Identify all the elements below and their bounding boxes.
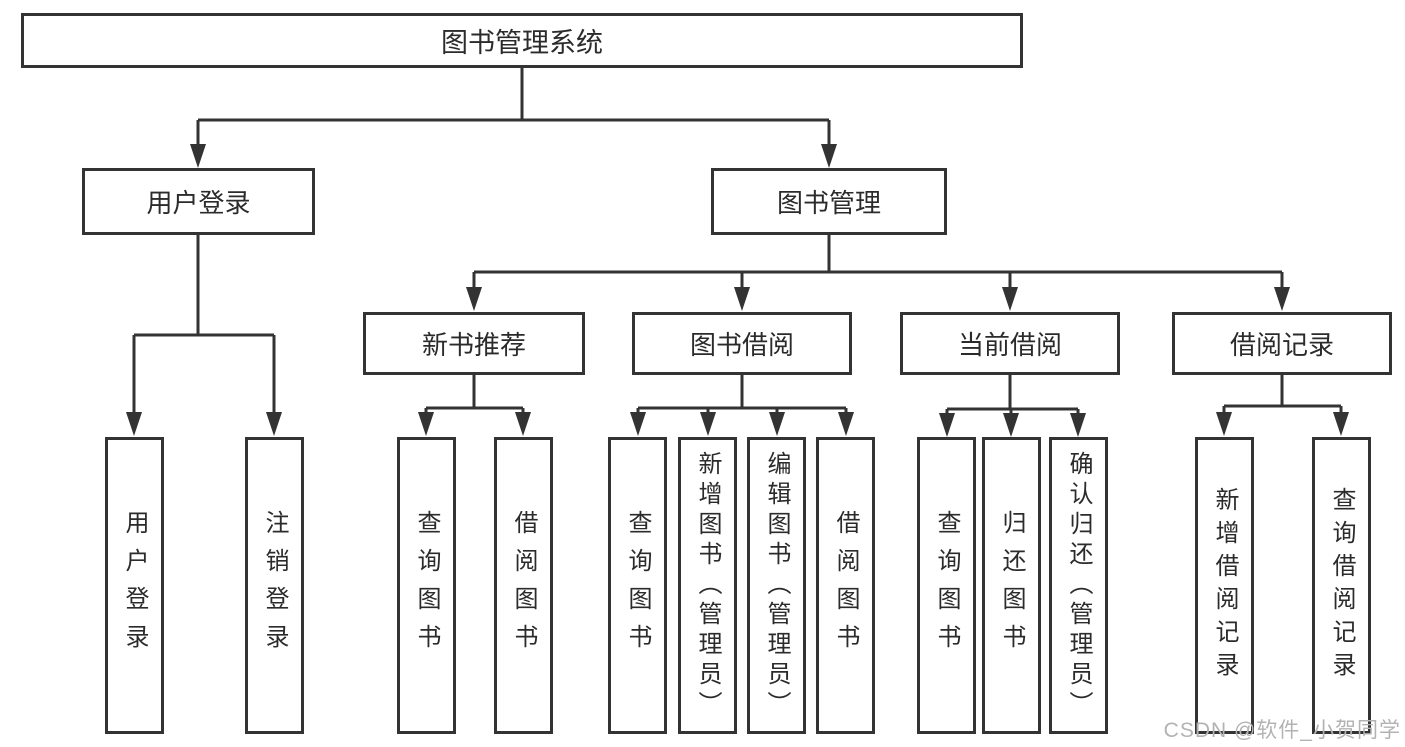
- node-current-borrowing: 当前借阅: [900, 312, 1120, 375]
- leaf-bb-borrow-book: 借阅图书: [816, 437, 875, 734]
- connector-book-borrow-to-leaves: [630, 375, 854, 436]
- node-label: 图书借阅: [689, 330, 794, 360]
- connector-new-book-rec-to-leaves: [418, 375, 531, 436]
- node-label: 归还图书: [998, 509, 1025, 662]
- node-label: 借阅图书: [510, 509, 537, 662]
- node-label: 查询借阅记录: [1328, 486, 1355, 685]
- node-book-borrowing: 图书借阅: [632, 312, 852, 375]
- node-label: 图书管理: [776, 188, 881, 218]
- node-label: 用户登录: [146, 188, 251, 218]
- node-label: 编辑图书（管理员）: [763, 450, 790, 721]
- node-label: 查询图书: [624, 509, 651, 662]
- node-label: 新增借阅记录: [1211, 486, 1238, 685]
- node-label: 借阅记录: [1229, 330, 1334, 360]
- csdn-watermark: CSDN @软件_小贺同学: [1163, 719, 1401, 742]
- node-label: 查询图书: [933, 509, 960, 662]
- leaf-logout: 注销登录: [245, 437, 304, 734]
- leaf-bb-edit-book-admin: 编辑图书（管理员）: [747, 437, 806, 734]
- node-library-management-system: 图书管理系统: [21, 13, 1023, 68]
- node-book-management: 图书管理: [711, 168, 947, 235]
- connector-book-mgmt-to-level3: [466, 235, 1290, 311]
- leaf-rec-query-book: 查询图书: [397, 437, 456, 734]
- node-borrowing-records: 借阅记录: [1172, 312, 1392, 375]
- node-label: 图书管理系统: [441, 28, 603, 58]
- leaf-br-add-record: 新增借阅记录: [1195, 437, 1254, 734]
- leaf-cb-confirm-return-admin: 确认归还（管理员）: [1049, 437, 1108, 734]
- node-label: 查询图书: [413, 509, 440, 662]
- leaf-bb-add-book-admin: 新增图书（管理员）: [678, 437, 737, 734]
- leaf-bb-query-book: 查询图书: [608, 437, 667, 734]
- connector-borrow-records-to-leaves: [1216, 375, 1349, 436]
- node-label: 新书推荐: [421, 330, 526, 360]
- node-label: 确认归还（管理员）: [1065, 450, 1092, 721]
- node-label: 用户登录: [121, 509, 148, 662]
- node-label: 新增图书（管理员）: [694, 450, 721, 721]
- node-label: 借阅图书: [832, 509, 859, 662]
- connector-root-to-level2: [190, 68, 837, 168]
- leaf-cb-query-book: 查询图书: [917, 437, 976, 734]
- node-label: 当前借阅: [957, 330, 1062, 360]
- leaf-user-login: 用户登录: [105, 437, 164, 734]
- node-new-book-recommendation: 新书推荐: [363, 312, 585, 375]
- leaf-br-query-record: 查询借阅记录: [1312, 437, 1371, 734]
- connector-user-login-to-leaves: [126, 235, 282, 436]
- connector-current-borrow-to-leaves: [939, 375, 1086, 437]
- leaf-cb-return-book: 归还图书: [982, 437, 1041, 734]
- leaf-rec-borrow-book: 借阅图书: [494, 437, 553, 734]
- node-user-login: 用户登录: [82, 168, 315, 235]
- node-label: 注销登录: [261, 509, 288, 662]
